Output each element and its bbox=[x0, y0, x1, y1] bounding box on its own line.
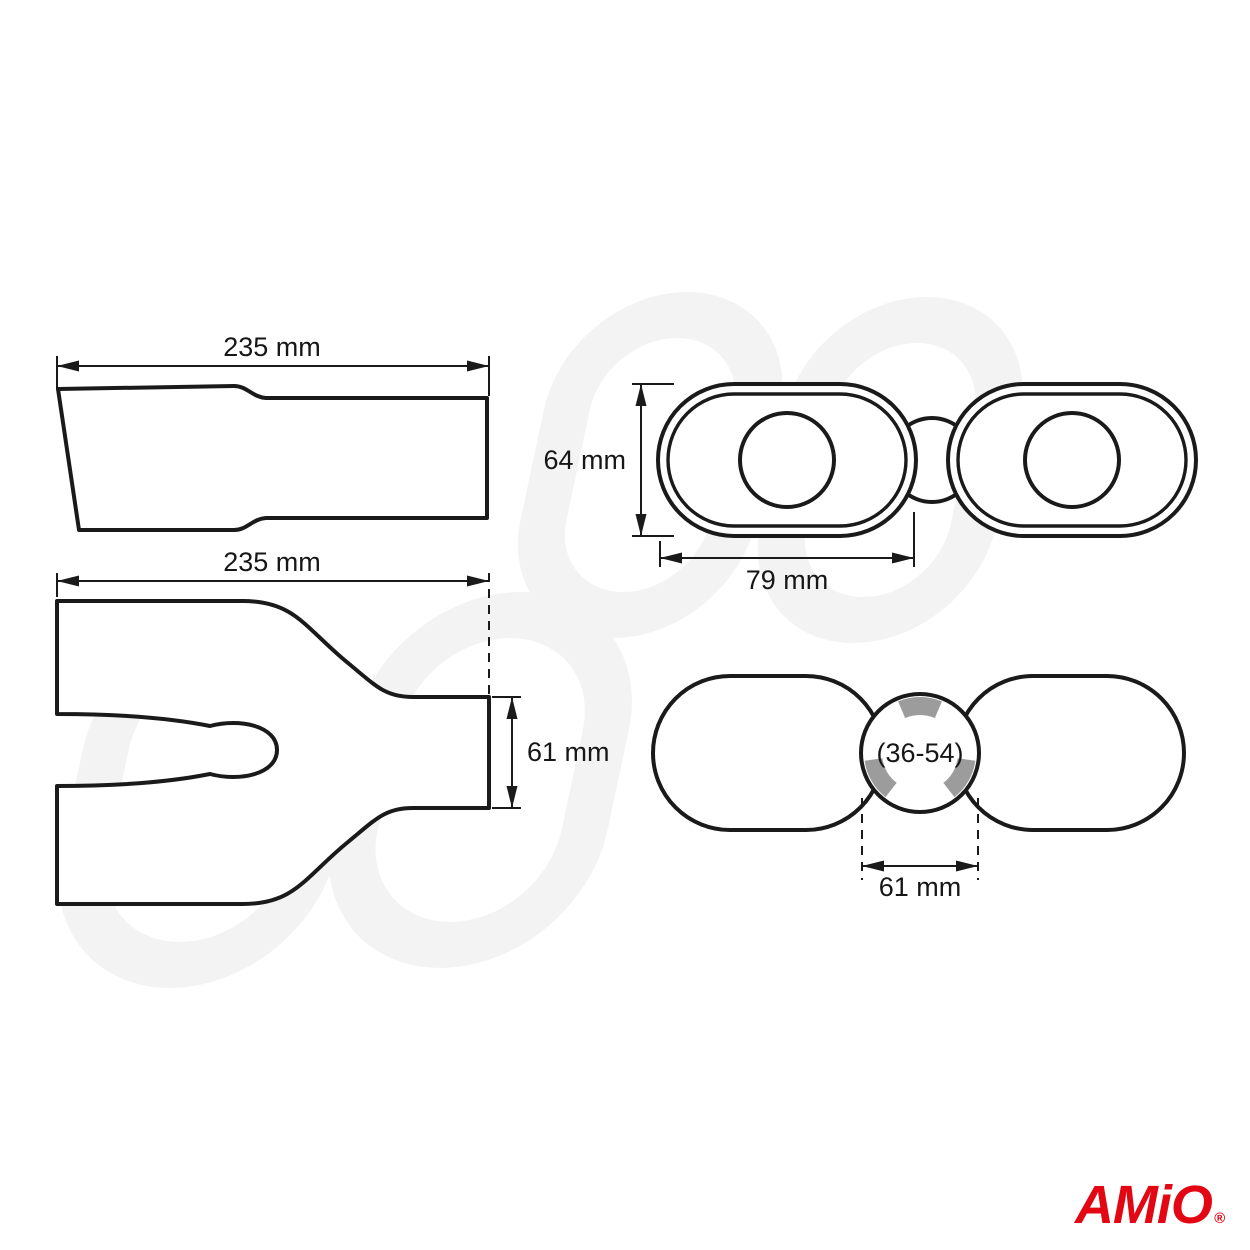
arrowhead-right bbox=[892, 552, 914, 564]
left-oval-tip-inner bbox=[666, 392, 908, 528]
right-oval-rear-outline bbox=[954, 674, 1186, 832]
left-inlet-circle bbox=[738, 411, 836, 509]
arrowhead-down bbox=[506, 786, 518, 808]
arrowhead-left bbox=[57, 360, 79, 372]
top-view: 235 mm 61 mm bbox=[55, 547, 610, 906]
arrowhead-right bbox=[467, 360, 489, 372]
arrowhead-up bbox=[506, 697, 518, 719]
clamp-grip-right bbox=[943, 757, 976, 798]
brand-logo: AMiO® bbox=[1075, 1178, 1225, 1232]
front-view: 64 mm 79 mm bbox=[543, 382, 1198, 595]
clamp-grip-top bbox=[898, 697, 942, 719]
front-view-width-label: 79 mm bbox=[746, 565, 829, 595]
exhaust-tip-side-outline bbox=[56, 384, 489, 532]
arrowhead-left bbox=[862, 860, 884, 872]
arrowhead-down bbox=[635, 514, 647, 536]
side-view-length-label: 235 mm bbox=[223, 332, 321, 362]
rear-view-inlet-label: 61 mm bbox=[879, 872, 962, 902]
dual-tip-top-outline bbox=[55, 599, 491, 906]
top-view-inlet-label: 61 mm bbox=[527, 737, 610, 767]
brand-logo-text: AMiO bbox=[1074, 1175, 1213, 1235]
registered-mark-icon: ® bbox=[1213, 1210, 1225, 1227]
clamp-grip-left bbox=[864, 757, 897, 798]
rear-view: (36-54) 61 mm bbox=[651, 674, 1186, 902]
arrowhead-right bbox=[467, 575, 489, 587]
arrowhead-left bbox=[57, 575, 79, 587]
arrowhead-up bbox=[635, 384, 647, 406]
arrowhead-right bbox=[956, 860, 978, 872]
rear-view-clamp-range-label: (36-54) bbox=[876, 738, 963, 768]
right-oval-tip-inner bbox=[956, 392, 1188, 528]
right-inlet-circle bbox=[1023, 411, 1121, 509]
front-view-height-label: 64 mm bbox=[543, 445, 626, 475]
left-oval-rear-outline bbox=[651, 674, 885, 832]
side-view: 235 mm bbox=[56, 332, 490, 532]
top-view-length-label: 235 mm bbox=[223, 547, 321, 577]
arrowhead-left bbox=[660, 552, 682, 564]
